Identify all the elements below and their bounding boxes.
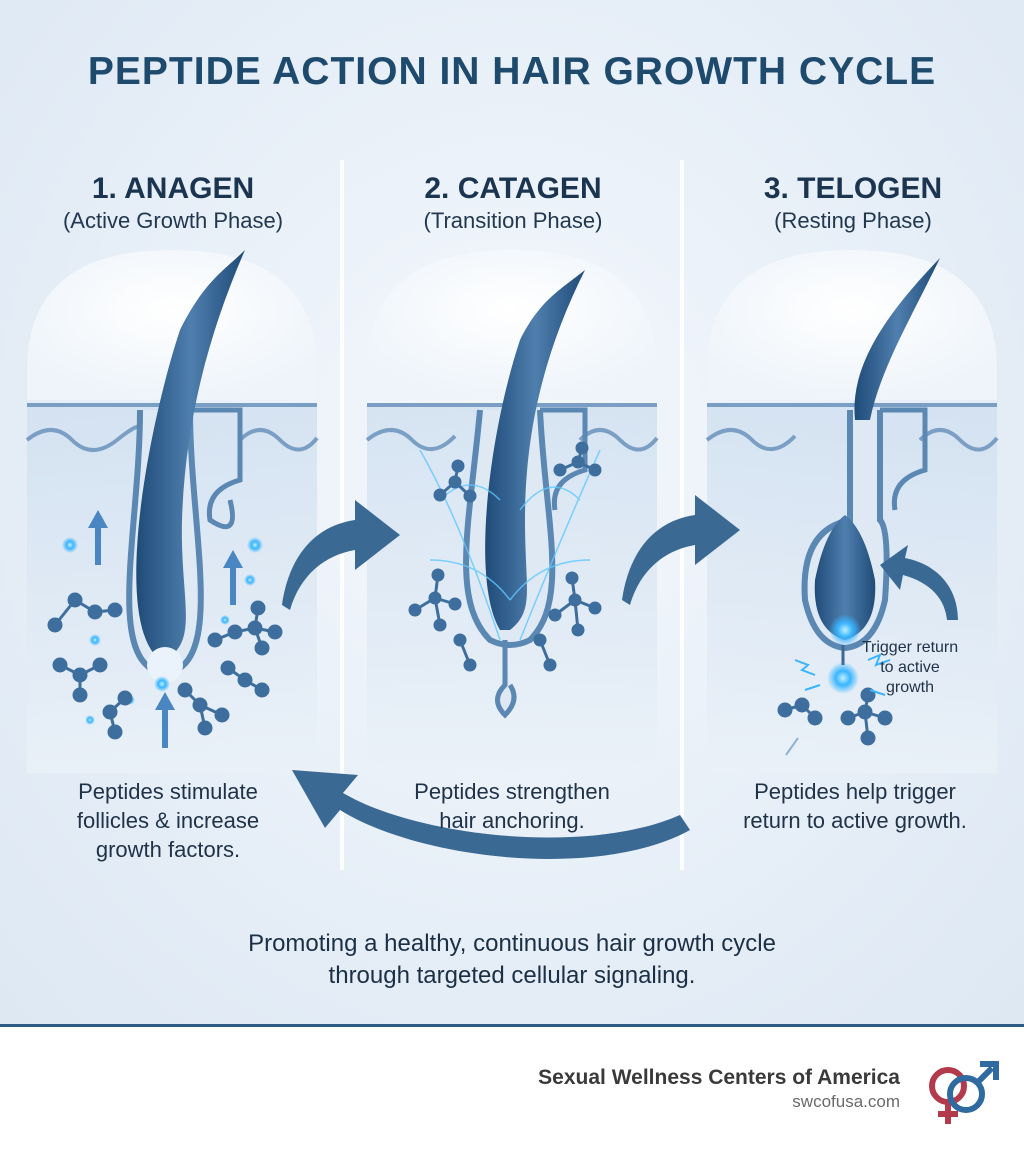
caption-telogen: Peptides help trigger return to active g… <box>705 777 1005 835</box>
anagen-follicle <box>126 250 245 683</box>
phase-title-catagen: 2. CATAGEN <box>424 172 602 205</box>
caption-catagen: Peptides strengthen hair anchoring. <box>362 777 662 835</box>
activation-sparks <box>794 653 891 696</box>
brand-block: Sexual Wellness Centers of America swcof… <box>538 1066 900 1112</box>
caption-line: return to active growth. <box>743 808 967 833</box>
phase-subtitle-catagen: (Transition Phase) <box>423 208 603 233</box>
cycle-arrows <box>282 495 958 859</box>
phase-subtitle-anagen: (Active Growth Phase) <box>62 208 284 233</box>
footer-divider <box>0 1024 1024 1027</box>
brand-url: swcofusa.com <box>792 1092 900 1111</box>
telogen-note: Trigger return to active growth <box>840 638 980 698</box>
telogen-note-line: to active <box>880 659 940 676</box>
summary-text: Promoting a healthy, continuous hair gro… <box>0 928 1024 992</box>
telogen-note-line: growth <box>885 679 935 696</box>
page-title: PEPTIDE ACTION IN HAIR GROWTH CYCLE <box>87 50 937 93</box>
telogen-follicle <box>801 258 940 694</box>
hair-cycle-illustration <box>25 250 999 859</box>
caption-line: growth factors. <box>95 837 241 862</box>
summary-line: Promoting a healthy, continuous hair gro… <box>248 930 776 957</box>
phase-title-anagen: 1. ANAGEN <box>91 172 255 205</box>
phase-subtitle-telogen: (Resting Phase) <box>774 208 932 233</box>
pointer-line <box>785 737 799 756</box>
catagen-follicle <box>419 270 601 719</box>
caption-line: follicles & increase <box>76 808 260 833</box>
background-domes <box>27 250 997 400</box>
telogen-note-line: Trigger return <box>861 639 959 656</box>
caption-line: Peptides strengthen <box>414 779 610 804</box>
skin-sections <box>25 403 999 773</box>
caption-anagen: Peptides stimulate follicles & increase … <box>18 777 318 864</box>
phase-title-telogen: 3. TELOGEN <box>763 172 943 205</box>
column-divider <box>340 160 344 870</box>
caption-line: hair anchoring. <box>439 808 585 833</box>
caption-line: Peptides stimulate <box>78 779 258 804</box>
upward-arrows <box>88 510 243 748</box>
column-divider <box>680 160 684 870</box>
infographic-canvas: PEPTIDE ACTION IN HAIR GROWTH CYCLE 1. A… <box>0 0 1024 1025</box>
peptide-molecules <box>47 441 893 746</box>
caption-line: Peptides help trigger <box>754 779 956 804</box>
gender-symbols-logo-icon <box>929 1061 999 1124</box>
brand-name: Sexual Wellness Centers of America <box>538 1066 900 1089</box>
summary-line: through targeted cellular signaling. <box>328 962 696 989</box>
